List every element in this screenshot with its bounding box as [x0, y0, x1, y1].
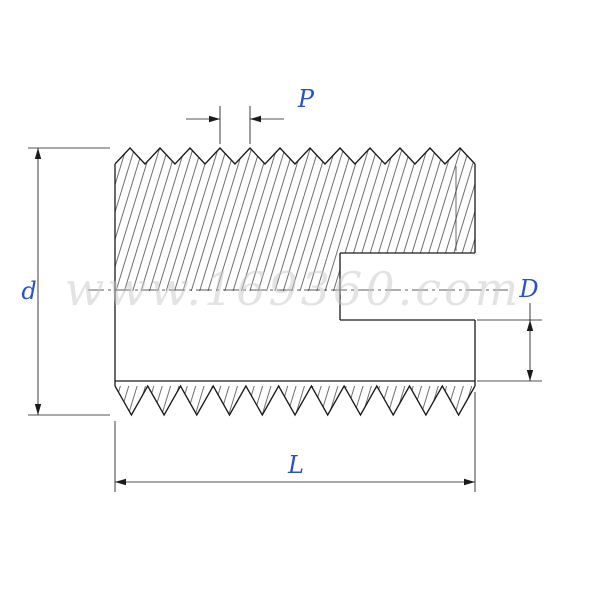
- dimension-D: D: [477, 275, 542, 382]
- dimension-L: L: [114, 392, 476, 492]
- thread-hatching: [115, 148, 475, 415]
- bottom-thread-profile: [114, 384, 476, 417]
- D-label: D: [518, 275, 538, 303]
- body-outline: [114, 147, 476, 417]
- d-label: d: [21, 277, 36, 305]
- p-arrow-left: [250, 115, 261, 123]
- d-arrow-up: [34, 148, 42, 159]
- L-arrow-right: [464, 478, 475, 486]
- hatch-top-band: [115, 148, 475, 253]
- top-thread-profile: [114, 147, 476, 165]
- p-label: P: [297, 85, 315, 113]
- D-arrow-down: [526, 370, 534, 381]
- hatch-left-band: [115, 253, 340, 291]
- hatch-bottom-band: [115, 386, 475, 415]
- slot-outline: [339, 252, 475, 321]
- p-arrow-right: [209, 115, 220, 123]
- watermark-text: www.169360.com: [65, 262, 522, 316]
- d-arrow-down: [34, 404, 42, 415]
- dimension-P: P: [186, 85, 315, 144]
- L-label: L: [287, 451, 304, 479]
- D-arrow-up: [526, 320, 534, 331]
- dimension-d: d: [21, 147, 110, 416]
- L-arrow-left: [115, 478, 126, 486]
